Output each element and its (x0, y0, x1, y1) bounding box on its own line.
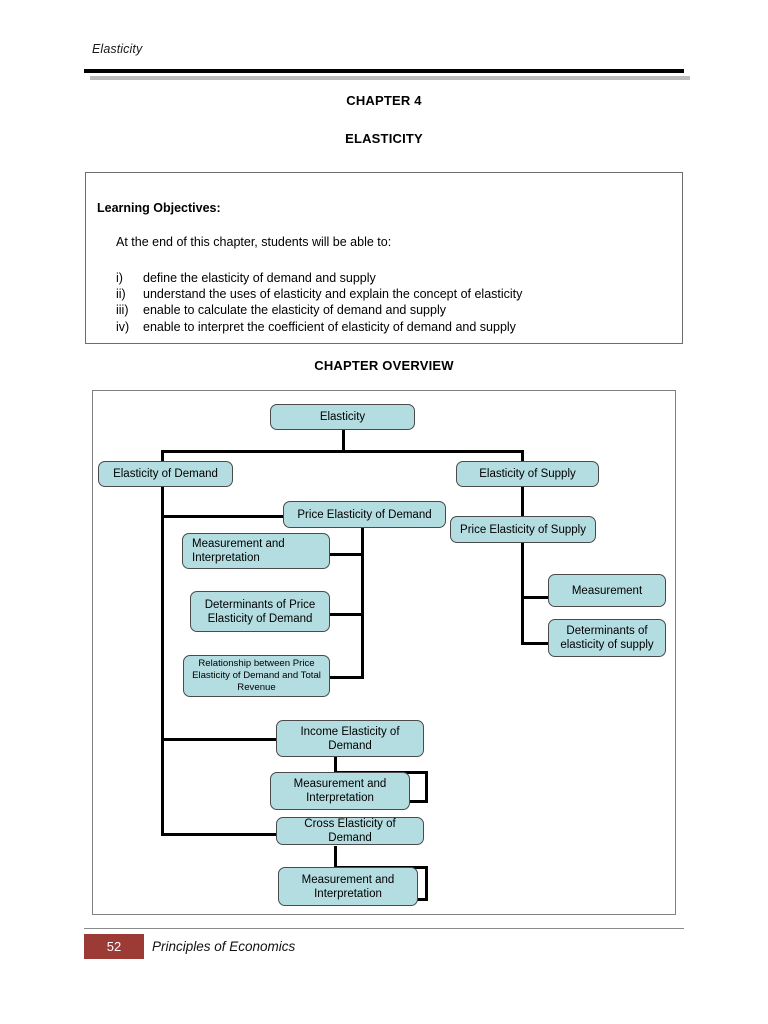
list-item: ii) understand the uses of elasticity an… (116, 286, 656, 302)
running-head: Elasticity (92, 42, 143, 56)
learning-objectives-list: i) define the elasticity of demand and s… (116, 270, 656, 335)
list-item: iv) enable to interpret the coefficient … (116, 319, 656, 335)
list-item-text: understand the uses of elasticity and ex… (143, 287, 523, 302)
connector-ped-to-measurement (329, 553, 364, 556)
connector-branch-ped (161, 515, 286, 518)
page-number-badge: 52 (84, 934, 144, 959)
learning-objectives-intro: At the end of this chapter, students wil… (116, 235, 392, 249)
connector-ied-drop (334, 753, 337, 774)
connector-pes-subtrunk (521, 540, 524, 644)
node-ped-relationship-total-revenue[interactable]: Relationship between Price Elasticity of… (183, 655, 330, 697)
connector-ped-to-determinants (329, 613, 364, 616)
node-label: Measurement (571, 584, 643, 597)
connector-ied-down (425, 771, 428, 803)
node-elasticity[interactable]: Elasticity (270, 404, 415, 430)
chapter-overview-diagram: Elasticity Elasticity of Demand Elastici… (92, 390, 676, 915)
node-elasticity-of-supply[interactable]: Elasticity of Supply (456, 461, 599, 487)
node-ped-determinants[interactable]: Determinants of Price Elasticity of Dema… (190, 591, 330, 632)
node-label: Determinants of elasticity of supply (560, 625, 654, 651)
chapter-title: ELASTICITY (345, 131, 423, 146)
list-item-text: enable to calculate the elasticity of de… (143, 303, 446, 318)
node-price-elasticity-of-demand[interactable]: Price Elasticity of Demand (283, 501, 446, 528)
connector-ped-to-relationship (329, 676, 364, 679)
list-item-marker: iii) (116, 303, 129, 318)
node-label: Elasticity of Demand (113, 468, 218, 480)
node-price-elasticity-of-supply[interactable]: Price Elasticity of Supply (450, 516, 596, 543)
node-pes-determinants[interactable]: Determinants of elasticity of supply (548, 619, 666, 657)
connector-demand-trunk (161, 484, 164, 836)
footer-rule (84, 928, 684, 929)
list-item-marker: i) (116, 271, 123, 285)
connector-to-demand (161, 450, 164, 463)
node-label: Cross Elasticity of Demand (304, 818, 396, 844)
list-item: iii) enable to calculate the elasticity … (116, 302, 656, 318)
node-ied-measurement-and-interpretation[interactable]: Measurement and Interpretation (270, 772, 410, 810)
list-item-text: enable to interpret the coefficient of e… (143, 319, 516, 334)
node-elasticity-of-demand[interactable]: Elasticity of Demand (98, 461, 233, 487)
node-label: Measurement and Interpretation (192, 538, 285, 564)
list-item-marker: ii) (116, 287, 126, 302)
connector-ied-into-child (409, 800, 428, 803)
connector-ced-down (425, 866, 428, 901)
chapter-number: CHAPTER 4 (346, 93, 422, 108)
node-income-elasticity-of-demand[interactable]: Income Elasticity of Demand (276, 720, 424, 757)
connector-supply-to-pes (521, 484, 524, 519)
header-rule-shadow (90, 76, 690, 80)
node-label: Price Elasticity of Demand (297, 508, 432, 521)
node-label: Elasticity (319, 411, 366, 423)
connector-pes-to-measurement (521, 596, 549, 599)
connector-ced-drop (334, 846, 337, 869)
list-item-marker: iv) (116, 319, 130, 334)
node-label: Determinants of Price Elasticity of Dema… (204, 598, 316, 625)
connector-ced-into-child (409, 898, 428, 901)
connector-ped-subtrunk (361, 515, 364, 678)
node-cross-elasticity-of-demand[interactable]: Cross Elasticity of Demand (276, 817, 424, 845)
node-label: Relationship between Price Elasticity of… (192, 657, 321, 694)
connector-branch-ced (161, 833, 278, 836)
node-label: Elasticity of Supply (479, 468, 576, 480)
node-ped-measurement-and-interpretation[interactable]: Measurement and Interpretation (182, 533, 330, 569)
chapter-overview-title: CHAPTER OVERVIEW (314, 358, 454, 373)
learning-objectives-box: Learning Objectives: At the end of this … (85, 172, 683, 344)
node-label: Measurement and Interpretation (293, 778, 387, 804)
connector-to-supply (521, 450, 524, 463)
book-title: Principles of Economics (152, 939, 296, 954)
connector-root-bar (161, 450, 524, 453)
list-item-text: define the elasticity of demand and supp… (143, 271, 376, 285)
header-rule-primary (84, 69, 684, 73)
node-label: Measurement and Interpretation (301, 873, 395, 900)
connector-pes-to-determinants (521, 642, 549, 645)
node-label: Price Elasticity of Supply (460, 523, 586, 536)
node-label: Income Elasticity of Demand (300, 725, 400, 752)
list-item: i) define the elasticity of demand and s… (116, 270, 656, 286)
connector-branch-ied (161, 738, 278, 741)
node-pes-measurement[interactable]: Measurement (548, 574, 666, 607)
node-ced-measurement-and-interpretation[interactable]: Measurement and Interpretation (278, 867, 418, 906)
learning-objectives-heading: Learning Objectives: (97, 201, 221, 215)
connector-root-stem (342, 429, 345, 452)
